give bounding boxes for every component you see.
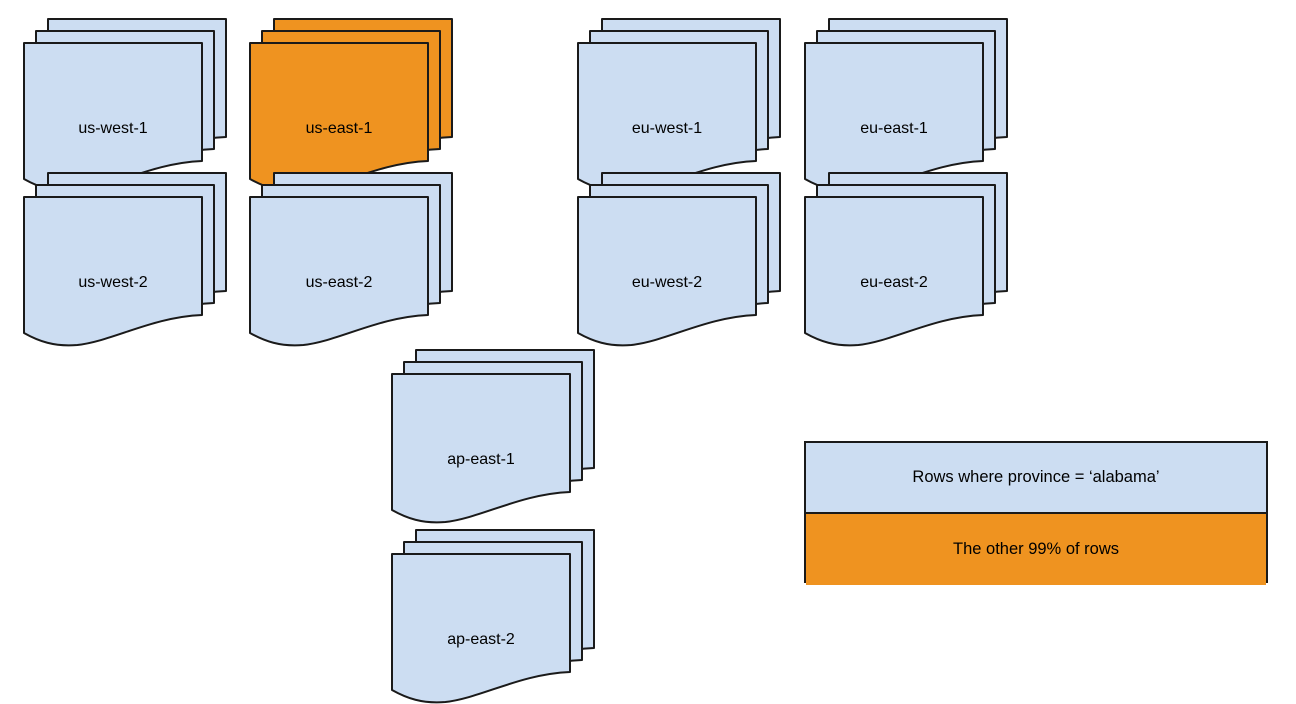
document-sheet-front — [23, 196, 203, 347]
document-sheet-front — [391, 373, 571, 524]
document-stack-eu-east-2[interactable]: eu-east-2 — [803, 171, 1008, 347]
legend-label-orange: The other 99% of rows — [953, 540, 1119, 558]
document-stack-us-east-1[interactable]: us-east-1 — [248, 17, 453, 193]
document-stack-eu-east-1[interactable]: eu-east-1 — [803, 17, 1008, 193]
document-sheet-front — [577, 42, 757, 193]
document-stack-ap-east-2[interactable]: ap-east-2 — [390, 528, 595, 704]
document-stack-us-west-2[interactable]: us-west-2 — [22, 171, 227, 347]
document-sheet-front — [804, 42, 984, 193]
document-stack-us-west-1[interactable]: us-west-1 — [22, 17, 227, 193]
document-sheet-front — [249, 42, 429, 193]
document-sheet-front — [391, 553, 571, 704]
document-stack-ap-east-1[interactable]: ap-east-1 — [390, 348, 595, 524]
document-sheet-front — [577, 196, 757, 347]
legend-row-blue: Rows where province = ‘alabama’ — [806, 443, 1266, 514]
legend-box: Rows where province = ‘alabama’ The othe… — [804, 441, 1268, 585]
document-stack-us-east-2[interactable]: us-east-2 — [248, 171, 453, 347]
document-sheet-front — [249, 196, 429, 347]
legend-label-blue: Rows where province = ‘alabama’ — [912, 468, 1160, 486]
document-stack-eu-west-2[interactable]: eu-west-2 — [576, 171, 781, 347]
document-sheet-front — [23, 42, 203, 193]
document-sheet-front — [804, 196, 984, 347]
legend-row-orange: The other 99% of rows — [806, 514, 1266, 585]
document-stack-eu-west-1[interactable]: eu-west-1 — [576, 17, 781, 193]
